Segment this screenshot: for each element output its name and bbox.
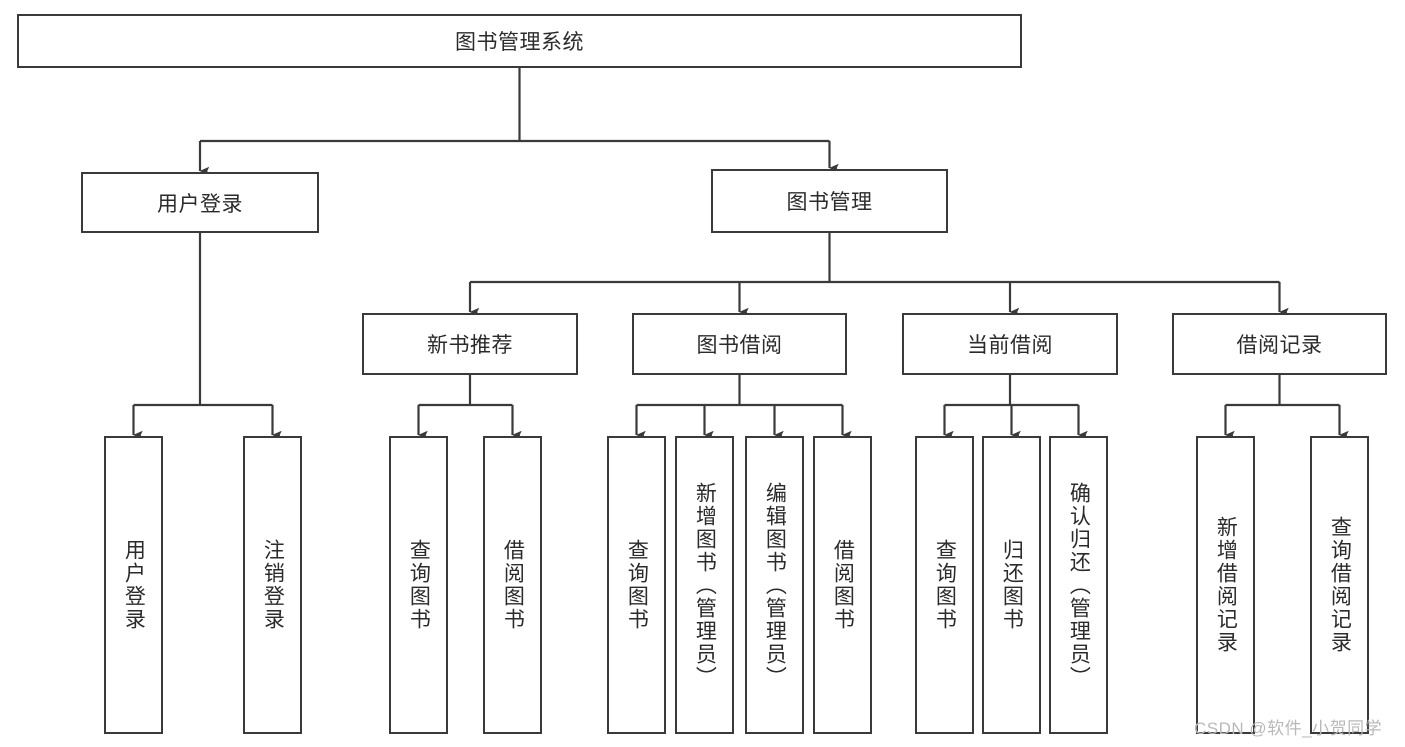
node-label: 编辑图书（管理员） [763,481,787,689]
node-label: 查询借阅记录 [1328,516,1352,654]
node-label: 借阅记录 [1236,334,1323,357]
node-leaf-bw-edit: 编辑图书（管理员） [745,436,804,734]
node-label: 查询图书 [625,539,649,631]
node-bookmgmt: 图书管理 [711,169,948,233]
node-leaf-rc-query: 查询借阅记录 [1310,436,1369,734]
node-leaf-login: 用户登录 [104,436,163,734]
node-leaf-nb-borrow: 借阅图书 [483,436,542,734]
node-leaf-rc-add: 新增借阅记录 [1196,436,1255,734]
node-label: 确认归还（管理员） [1067,481,1091,689]
node-label: 归还图书 [1000,539,1024,631]
node-leaf-cu-return: 归还图书 [982,436,1041,734]
node-leaf-nb-query: 查询图书 [389,436,448,734]
node-label: 查询图书 [407,539,431,631]
node-label: 图书管理 [786,191,873,214]
node-label: 新书推荐 [427,334,513,357]
node-label: 借阅图书 [831,539,855,631]
node-label: 注销登录 [261,539,285,631]
node-leaf-logout: 注销登录 [243,436,302,734]
node-label: 新增借阅记录 [1214,516,1238,654]
node-label: 用户登录 [157,192,243,216]
node-label: 图书管理系统 [455,31,584,54]
node-current: 当前借阅 [902,313,1118,375]
node-label: 借阅图书 [501,539,525,631]
node-newbook: 新书推荐 [362,313,578,375]
node-label: 当前借阅 [967,334,1053,357]
node-label: 用户登录 [122,539,146,631]
node-leaf-cu-query: 查询图书 [915,436,974,734]
node-label: 查询图书 [933,539,957,631]
watermark-label: CSDN @软件_小贺同学 [1194,719,1383,738]
node-label: 新增图书（管理员） [693,481,717,689]
node-borrow: 图书借阅 [632,313,847,375]
node-leaf-bw-borrow: 借阅图书 [813,436,872,734]
node-leaf-bw-query: 查询图书 [607,436,666,734]
node-leaf-cu-confirm: 确认归还（管理员） [1049,436,1108,734]
node-records: 借阅记录 [1172,313,1387,375]
node-root: 图书管理系统 [17,14,1022,68]
node-leaf-bw-add: 新增图书（管理员） [675,436,734,734]
node-login: 用户登录 [81,172,319,233]
node-label: 图书借阅 [696,334,783,357]
